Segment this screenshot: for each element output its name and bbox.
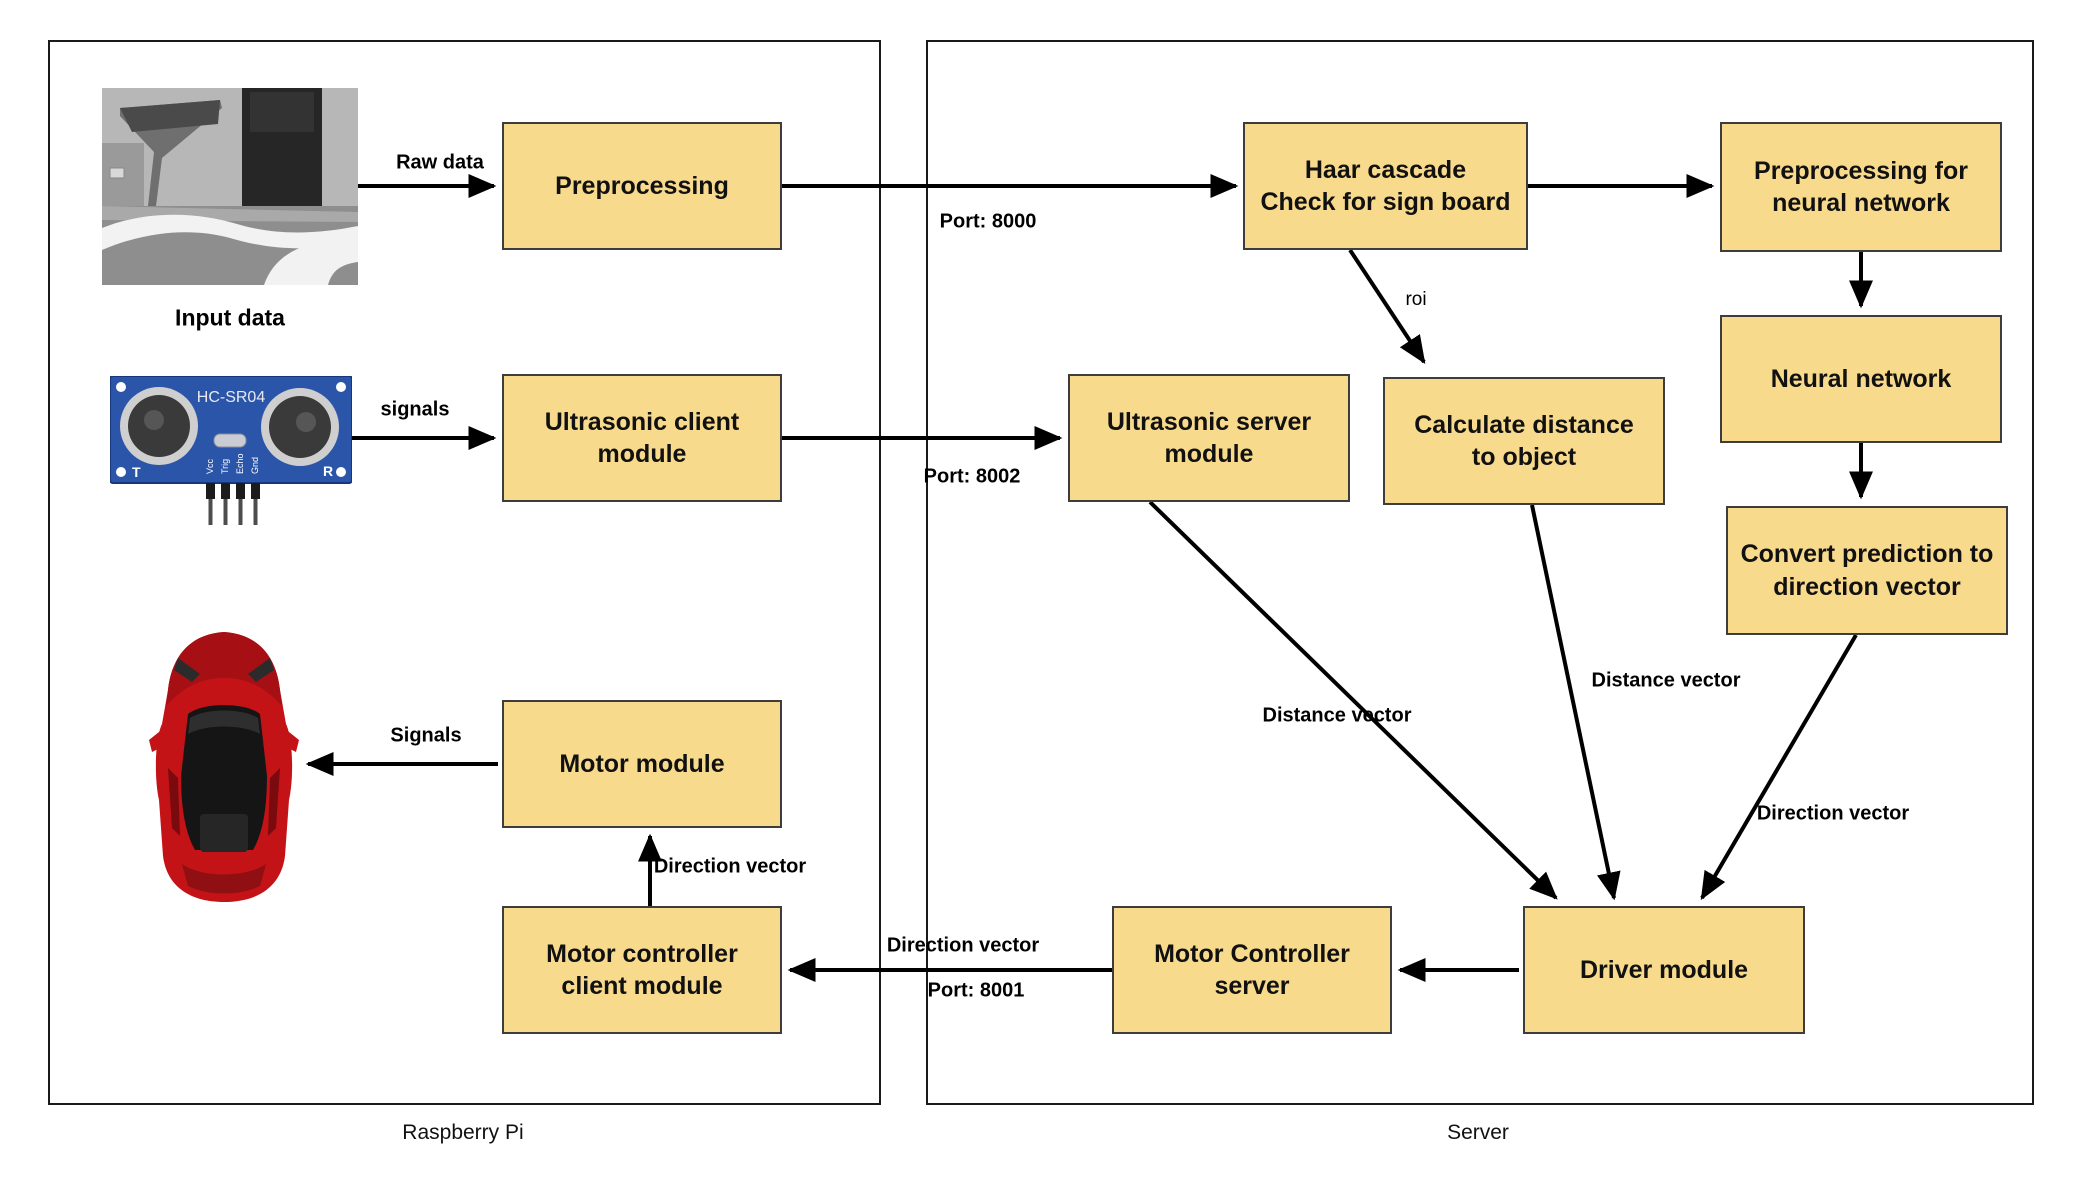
node-preprocessing-label: Preprocessing [555, 171, 729, 200]
svg-text:Echo: Echo [235, 453, 245, 474]
node-motor-controller-server-label: Motor Controller server [1154, 939, 1350, 1001]
edge-label-signals-sensor: signals [380, 398, 450, 421]
node-haar-cascade-label: Haar cascade Check for sign board [1260, 155, 1511, 217]
node-haar-cascade: Haar cascade Check for sign board [1243, 122, 1528, 250]
node-driver-module-label: Driver module [1579, 955, 1749, 984]
node-neural-network: Neural network [1720, 315, 2002, 443]
edge-label-direction-vector-convert: Direction vector [1756, 802, 1910, 825]
svg-text:Gnd: Gnd [250, 457, 260, 474]
node-motor-controller-client-module-label: Motor controller client module [546, 939, 738, 1001]
svg-text:Trig: Trig [220, 459, 230, 474]
svg-text:HC-SR04: HC-SR04 [197, 389, 266, 406]
edge-label-roi: roi [1405, 289, 1427, 310]
edge-label-raw-data: Raw data [396, 151, 484, 174]
node-motor-controller-server: Motor Controller server [1112, 906, 1392, 1034]
node-preprocessing: Preprocessing [502, 122, 782, 250]
node-neural-network-label: Neural network [1770, 364, 1952, 393]
edge-label-port-8002: Port: 8002 [923, 465, 1021, 488]
car-image [148, 628, 300, 908]
node-motor-module-label: Motor module [559, 749, 725, 778]
edge-label-signals-car: Signals [390, 724, 462, 747]
node-calculate-distance-label: Calculate distance to object [1414, 410, 1634, 472]
edge-label-distance-vector-2: Distance vector [1591, 669, 1741, 692]
edge-label-port-8000: Port: 8000 [939, 210, 1037, 233]
edge-label-direction-vector-client: Direction vector [653, 855, 807, 878]
node-driver-module: Driver module [1523, 906, 1805, 1034]
raspberry-pi-container [48, 40, 881, 1105]
edge-label-direction-vector-server: Direction vector [886, 934, 1040, 957]
node-convert-prediction: Convert prediction to direction vector [1726, 506, 2008, 635]
edge-label-distance-vector-1: Distance vector [1262, 704, 1412, 727]
node-ultrasonic-client-module-label: Ultrasonic client module [544, 407, 740, 469]
camera-input-image [102, 88, 358, 285]
svg-text:R: R [323, 463, 333, 479]
raspberry-pi-label: Raspberry Pi [402, 1121, 524, 1144]
node-ultrasonic-client-module: Ultrasonic client module [502, 374, 782, 502]
node-calculate-distance: Calculate distance to object [1383, 377, 1665, 505]
edge-label-port-8001: Port: 8001 [927, 979, 1025, 1002]
svg-text:Vcc: Vcc [205, 458, 215, 474]
node-preprocessing-for-neural-network-label: Preprocessing for neural network [1754, 156, 1968, 218]
node-ultrasonic-server-module: Ultrasonic server module [1068, 374, 1350, 502]
node-motor-controller-client-module: Motor controller client module [502, 906, 782, 1034]
node-motor-module: Motor module [502, 700, 782, 828]
ultrasonic-sensor-image: HC-SR04 T R Vcc Trig Echo Gnd [109, 375, 353, 526]
node-preprocessing-for-neural-network: Preprocessing for neural network [1720, 122, 2002, 252]
node-ultrasonic-server-module-label: Ultrasonic server module [1106, 407, 1312, 469]
input-data-caption: Input data [175, 304, 285, 331]
server-label: Server [1447, 1121, 1509, 1144]
server-container [926, 40, 2034, 1105]
node-convert-prediction-label: Convert prediction to direction vector [1740, 540, 1994, 601]
svg-text:T: T [132, 464, 141, 480]
